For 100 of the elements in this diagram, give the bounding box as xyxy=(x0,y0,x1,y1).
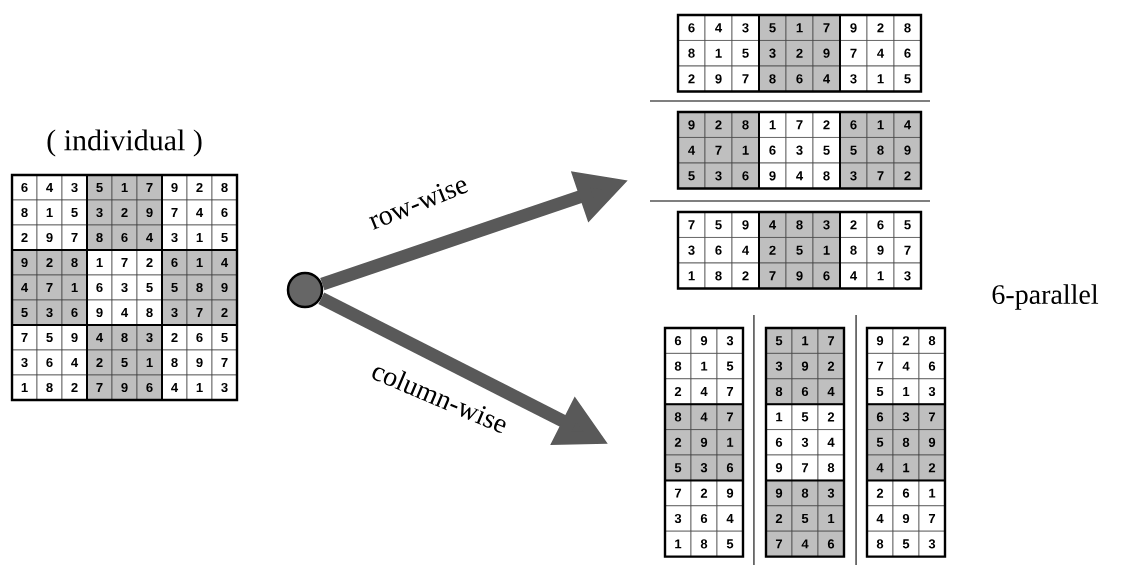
grid-cell: 3 xyxy=(918,378,946,405)
grid-cell: 7 xyxy=(704,137,733,164)
grid-cell: 6 xyxy=(690,505,718,532)
grid-cell: 8 xyxy=(186,274,213,301)
grid-cell: 5 xyxy=(892,530,920,557)
grid-cell: 3 xyxy=(716,327,744,354)
grid-cell: 6 xyxy=(892,480,920,507)
grid-cell: 8 xyxy=(765,378,793,405)
grid-cell: 2 xyxy=(817,353,845,380)
grid-cell: 1 xyxy=(918,480,946,507)
grid-cell: 7 xyxy=(918,403,946,430)
grid-cell: 5 xyxy=(791,505,819,532)
grid-cell: 9 xyxy=(892,505,920,532)
grid-cell: 8 xyxy=(664,353,692,380)
grid-cell: 3 xyxy=(817,480,845,507)
grid-cell: 4 xyxy=(111,299,138,326)
grid-cell: 7 xyxy=(716,403,744,430)
grid-cell: 5 xyxy=(731,40,760,67)
grid-cell: 8 xyxy=(918,327,946,354)
grid-cell: 2 xyxy=(690,480,718,507)
grid-cell: 6 xyxy=(817,530,845,557)
grid-cell: 3 xyxy=(892,403,920,430)
grid-cell: 4 xyxy=(690,378,718,405)
grid-cell: 2 xyxy=(211,299,238,326)
annotation-label: 6-parallel xyxy=(992,284,1099,310)
grid-cell: 9 xyxy=(690,429,718,456)
grid-cell: 6 xyxy=(918,353,946,380)
grid-cell: 2 xyxy=(765,505,793,532)
grid-cell: 1 xyxy=(704,40,733,67)
grid-cell: 9 xyxy=(211,274,238,301)
grid-cell: 4 xyxy=(817,378,845,405)
junction-circle xyxy=(286,271,324,309)
grid-cell: 4 xyxy=(791,530,819,557)
grid-cell: 8 xyxy=(36,374,63,401)
grid-cell: 5 xyxy=(866,429,894,456)
grid-cell: 2 xyxy=(664,429,692,456)
grid-cell: 6 xyxy=(765,429,793,456)
grid-cell: 6 xyxy=(61,299,88,326)
grid-cell: 3 xyxy=(690,454,718,481)
grid-cell: 1 xyxy=(716,429,744,456)
grid-cell: 3 xyxy=(791,429,819,456)
grid-cell: 4 xyxy=(817,429,845,456)
grid-cell: 1 xyxy=(791,327,819,354)
grid-cell: 9 xyxy=(690,327,718,354)
grid-cell: 5 xyxy=(716,353,744,380)
grid-cell: 7 xyxy=(791,454,819,481)
grid-cell: 4 xyxy=(866,505,894,532)
grid-cell: 1 xyxy=(690,353,718,380)
grid-cell: 8 xyxy=(690,530,718,557)
grid-cell: 3 xyxy=(111,274,138,301)
grid-cell: 9 xyxy=(716,480,744,507)
grid-cell: 5 xyxy=(791,403,819,430)
grid-cell: 4 xyxy=(866,40,895,67)
grid-cell: 9 xyxy=(812,40,841,67)
grid-cell: 2 xyxy=(892,327,920,354)
grid-cell: 6 xyxy=(704,237,733,264)
grid-cell: 9 xyxy=(866,237,895,264)
grid-cell: 6 xyxy=(716,454,744,481)
grid-cell: 7 xyxy=(36,274,63,301)
grid-cell: 9 xyxy=(791,353,819,380)
grid-heading: ( individual ) xyxy=(47,129,202,157)
grid-cell: 2 xyxy=(785,40,814,67)
grid-cell: 5 xyxy=(812,137,841,164)
grid-cell: 2 xyxy=(61,374,88,401)
grid-cell: 2 xyxy=(664,378,692,405)
grid-cell: 7 xyxy=(817,327,845,354)
grid-cell: 8 xyxy=(791,480,819,507)
grid-cell: 5 xyxy=(866,378,894,405)
grid-cell: 5 xyxy=(785,237,814,264)
grid-cell: 4 xyxy=(731,237,760,264)
grid-cell: 9 xyxy=(918,429,946,456)
grid-cell: 2 xyxy=(817,403,845,430)
grid-cell: 2 xyxy=(918,454,946,481)
grid-cell: 7 xyxy=(186,299,213,326)
grid-cell: 8 xyxy=(866,137,895,164)
grid-cell: 6 xyxy=(136,374,163,401)
grid-cell: 7 xyxy=(716,378,744,405)
grid-cell: 1 xyxy=(731,137,760,164)
grid-cell: 3 xyxy=(36,299,63,326)
grid-cell: 1 xyxy=(817,505,845,532)
grid-cell: 5 xyxy=(716,530,744,557)
grid-cell: 6 xyxy=(791,378,819,405)
grid-cell: 1 xyxy=(61,274,88,301)
grid-cell: 1 xyxy=(186,374,213,401)
grid-cell: 7 xyxy=(918,505,946,532)
grid-cell: 9 xyxy=(893,137,922,164)
grid-cell: 7 xyxy=(893,237,922,264)
grid-cell: 1 xyxy=(892,454,920,481)
grid-cell: 3 xyxy=(765,353,793,380)
grid-cell: 4 xyxy=(690,403,718,430)
grid-cell: 3 xyxy=(664,505,692,532)
grid-cell: 6 xyxy=(893,40,922,67)
grid-cell: 4 xyxy=(716,505,744,532)
grid-cell: 3 xyxy=(211,374,238,401)
grid-cell: 1 xyxy=(892,378,920,405)
grid-cell: 1 xyxy=(812,237,841,264)
grid-cell: 9 xyxy=(111,374,138,401)
grid-cell: 3 xyxy=(918,530,946,557)
grid-cell: 7 xyxy=(866,353,894,380)
grid-cell: 8 xyxy=(892,429,920,456)
